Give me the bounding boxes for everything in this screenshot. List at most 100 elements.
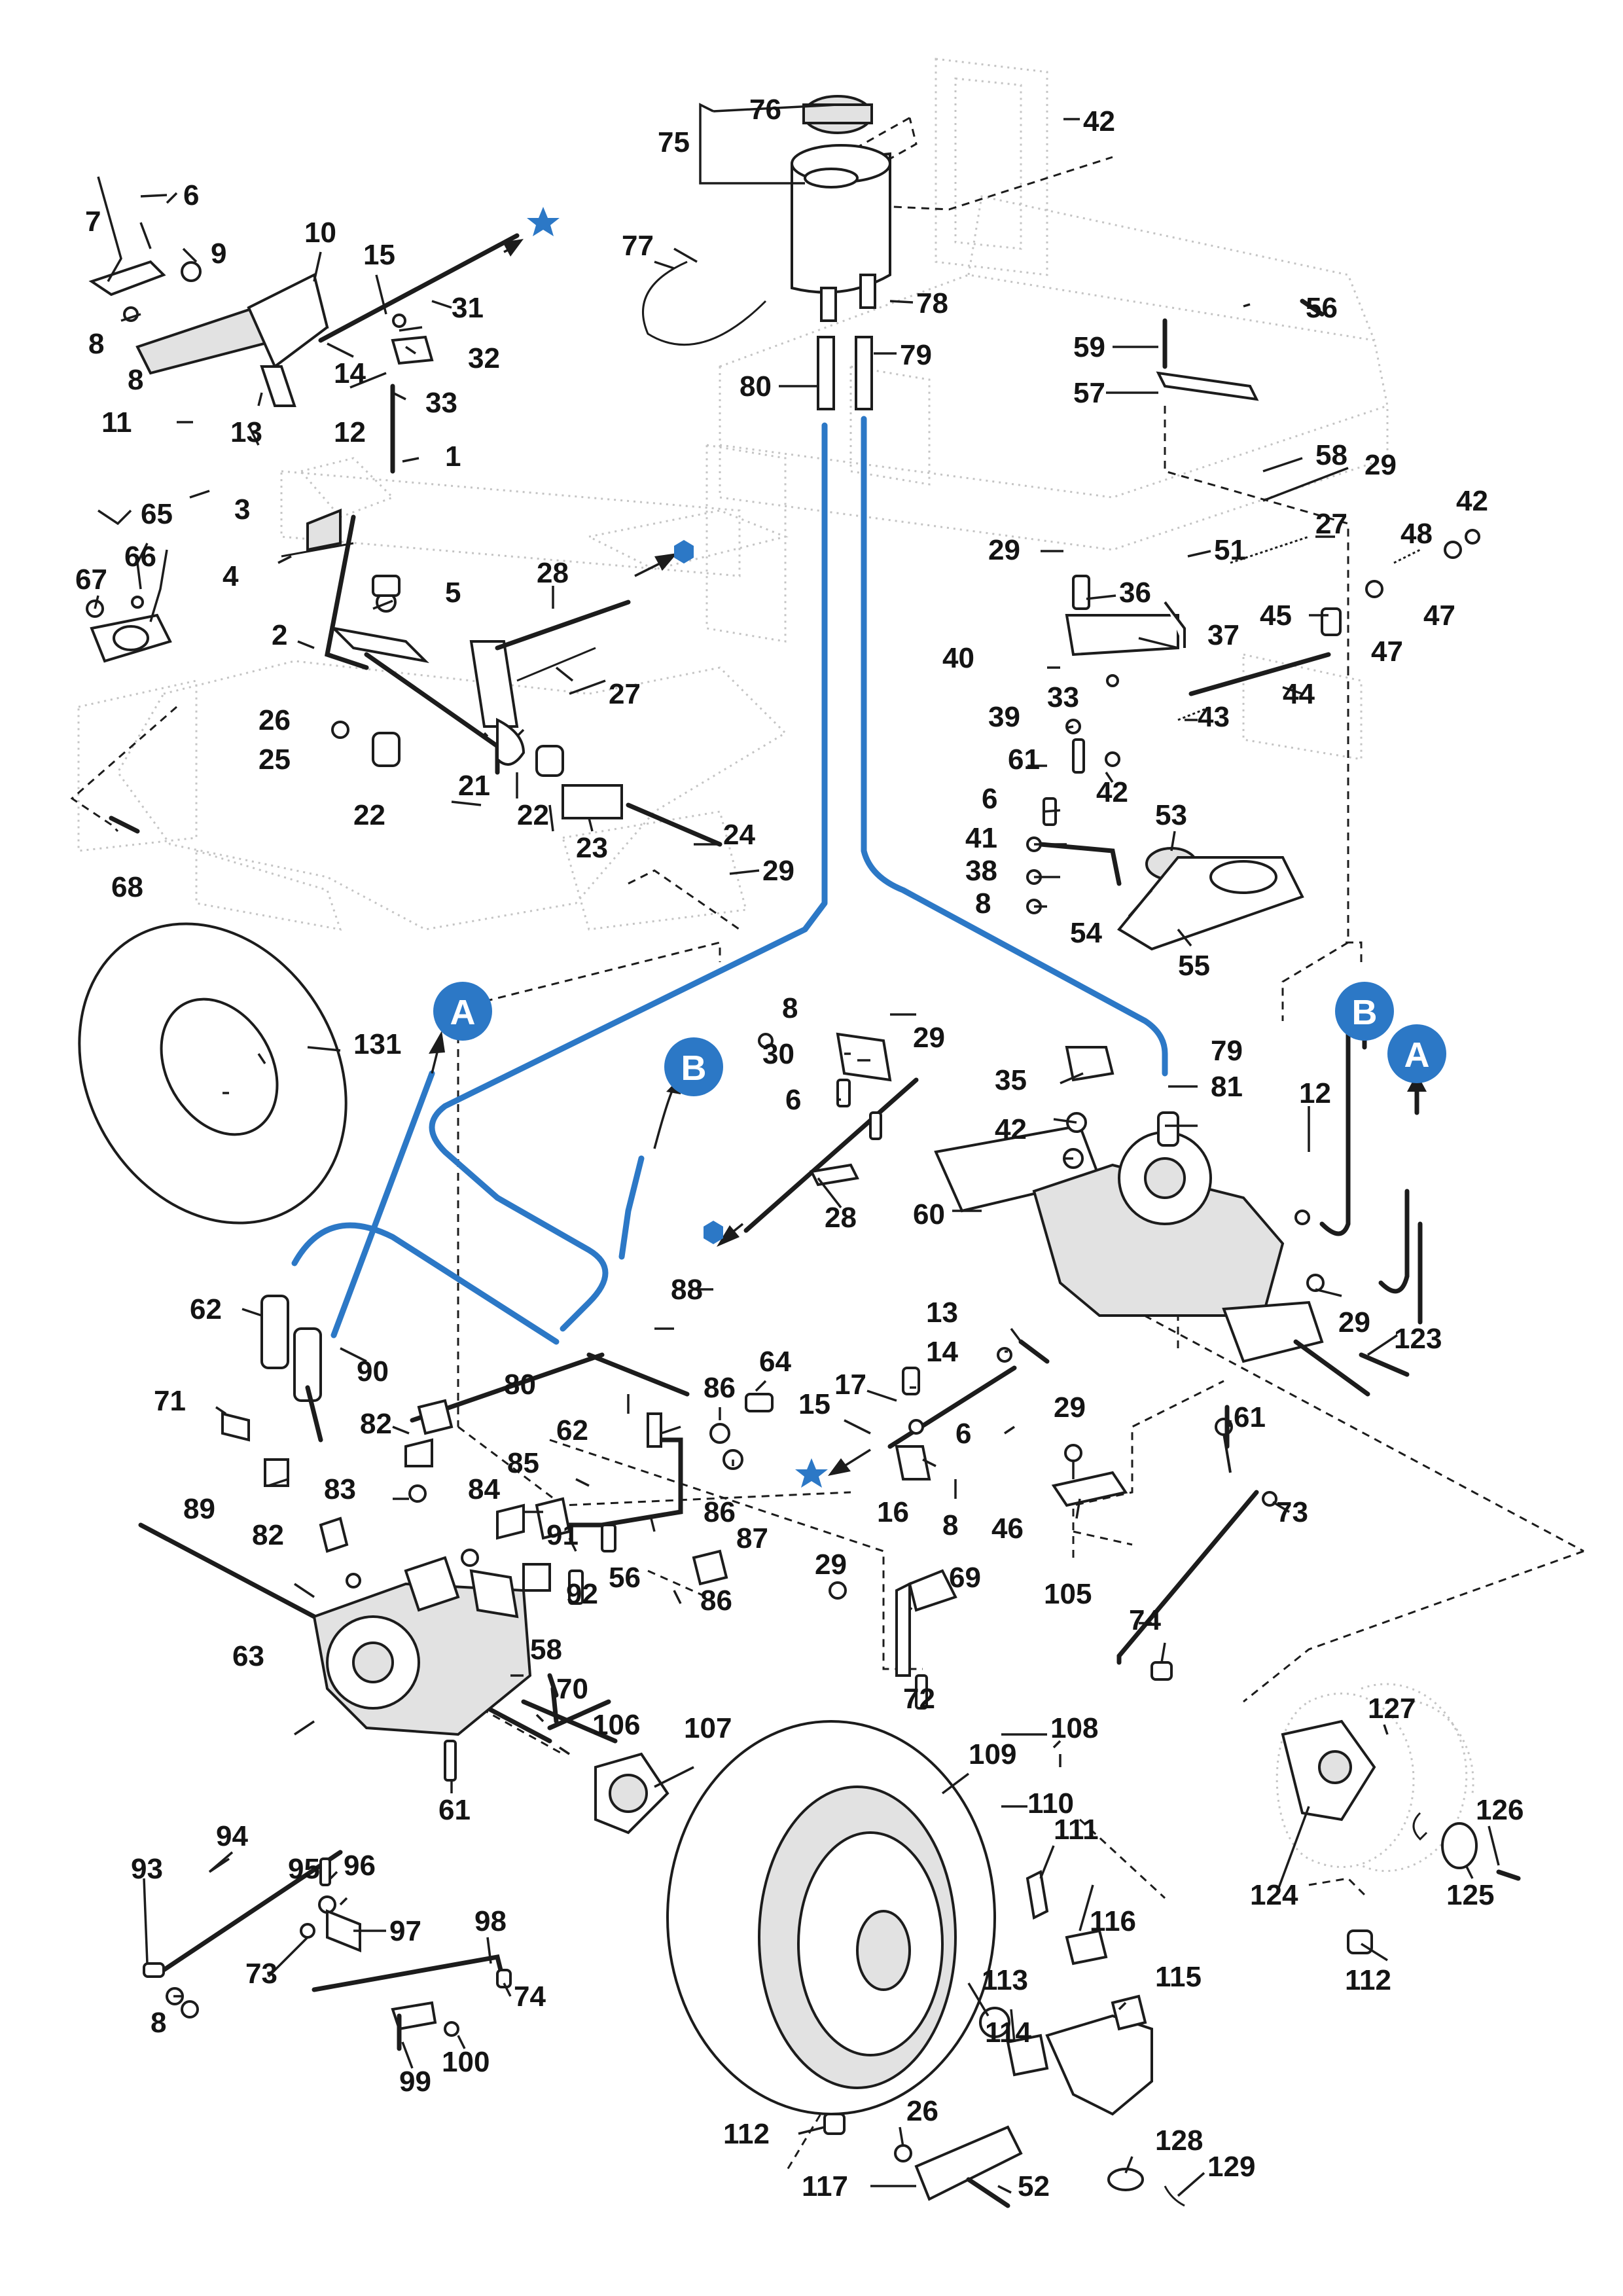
- callout-29g: 29: [815, 1549, 847, 1581]
- callout-8c: 8: [975, 888, 991, 920]
- callout-124: 124: [1250, 1879, 1298, 1911]
- callout-77: 77: [622, 230, 654, 262]
- callout-53: 53: [1155, 799, 1187, 831]
- callout-80b: 80: [504, 1369, 536, 1401]
- callout-99: 99: [399, 2066, 431, 2098]
- callout-44: 44: [1283, 678, 1315, 710]
- callout-6c: 6: [785, 1084, 801, 1116]
- callout-86b: 86: [704, 1496, 736, 1528]
- callout-37: 37: [1207, 619, 1240, 651]
- callout-27: 27: [609, 678, 641, 710]
- callout-40: 40: [942, 642, 974, 674]
- callout-87: 87: [736, 1522, 768, 1554]
- callout-32: 32: [468, 342, 500, 374]
- callout-96: 96: [344, 1850, 376, 1882]
- callout-81: 81: [1211, 1071, 1243, 1103]
- callout-7: 7: [85, 206, 101, 238]
- callout-8d: 8: [782, 992, 798, 1024]
- callout-97: 97: [389, 1915, 421, 1947]
- callout-47b: 47: [1371, 636, 1403, 668]
- callout-8e: 8: [942, 1509, 958, 1541]
- callout-8: 8: [88, 328, 104, 360]
- callout-6: 6: [183, 179, 199, 211]
- callout-98: 98: [474, 1905, 507, 1937]
- assembly-guide-lines: [70, 117, 1584, 2174]
- callout-30: 30: [762, 1038, 794, 1070]
- callout-36: 36: [1119, 577, 1151, 609]
- callout-29d: 29: [913, 1022, 945, 1054]
- callout-6b: 6: [982, 783, 997, 815]
- callout-13: 13: [230, 416, 262, 448]
- callout-9: 9: [211, 238, 226, 270]
- callout-39: 39: [988, 701, 1020, 733]
- callout-29b: 29: [1364, 449, 1397, 481]
- callout-15b: 15: [798, 1388, 830, 1420]
- callout-90: 90: [357, 1355, 389, 1388]
- callout-22b: 22: [517, 799, 549, 831]
- callout-22: 22: [353, 799, 385, 831]
- callout-60: 60: [913, 1198, 945, 1230]
- callout-29: 29: [762, 855, 794, 887]
- callout-129: 129: [1207, 2151, 1255, 2183]
- wheel-hub-107: [594, 1752, 669, 1835]
- callout-94: 94: [216, 1820, 248, 1852]
- callout-57: 57: [1073, 377, 1105, 409]
- callout-12b: 12: [1299, 1077, 1331, 1109]
- callout-73: 73: [1276, 1496, 1308, 1528]
- callout-91: 91: [546, 1519, 579, 1551]
- callout-69: 69: [949, 1562, 981, 1594]
- callout-85: 85: [507, 1447, 539, 1479]
- callout-11: 11: [101, 406, 132, 439]
- callout-76: 76: [749, 94, 781, 126]
- callout-89: 89: [183, 1493, 215, 1525]
- callout-25: 25: [259, 744, 291, 776]
- callout-74b: 74: [514, 1981, 546, 2013]
- callout-73b: 73: [245, 1958, 277, 1990]
- callout-16: 16: [877, 1496, 909, 1528]
- callout-23: 23: [576, 832, 608, 864]
- callout-80: 80: [740, 370, 772, 403]
- reservoir-assembly: [642, 95, 891, 410]
- callout-47: 47: [1423, 600, 1455, 632]
- callout-61: 61: [1008, 744, 1040, 776]
- callout-93: 93: [131, 1853, 163, 1885]
- svg-text:B: B: [681, 1049, 707, 1088]
- callout-70: 70: [556, 1673, 588, 1705]
- callout-28: 28: [537, 557, 569, 589]
- callout-42b: 42: [1456, 485, 1488, 517]
- hydraulic-hose-routing: [291, 416, 1168, 1345]
- inner-tube: [78, 922, 348, 1225]
- callout-123: 123: [1394, 1323, 1442, 1355]
- callout-8b: 8: [128, 364, 143, 396]
- callout-31: 31: [452, 292, 484, 324]
- hexagon-icon-top: [674, 540, 694, 564]
- callout-79b: 79: [1211, 1035, 1243, 1067]
- control-rod-105: [829, 1444, 1277, 1710]
- callout-3: 3: [234, 493, 250, 526]
- callout-29c: 29: [988, 534, 1020, 566]
- callout-26: 26: [259, 704, 291, 736]
- callout-51: 51: [1214, 534, 1246, 566]
- rear-wheel: [666, 1720, 996, 2115]
- callout-67: 67: [75, 564, 107, 596]
- callout-127: 127: [1368, 1693, 1416, 1725]
- callout-leaders: [94, 103, 1500, 2197]
- front-hub-parts: [1281, 1719, 1521, 1954]
- callout-66: 66: [124, 541, 156, 573]
- callout-116: 116: [1090, 1905, 1136, 1937]
- callout-115: 115: [1155, 1961, 1202, 1993]
- callout-54: 54: [1070, 917, 1102, 949]
- hub-hardware: [823, 1870, 1185, 2208]
- callout-38: 38: [965, 855, 997, 887]
- callout-113: 113: [982, 1964, 1028, 1996]
- callout-125: 125: [1446, 1879, 1494, 1911]
- callout-1: 1: [445, 440, 461, 473]
- bolt-68: [109, 816, 140, 834]
- callout-42d: 42: [995, 1113, 1027, 1145]
- callout-45: 45: [1260, 600, 1292, 632]
- callout-4: 4: [223, 560, 239, 592]
- callout-55: 55: [1178, 950, 1210, 982]
- callout-68: 68: [111, 871, 143, 903]
- callout-78: 78: [916, 287, 948, 319]
